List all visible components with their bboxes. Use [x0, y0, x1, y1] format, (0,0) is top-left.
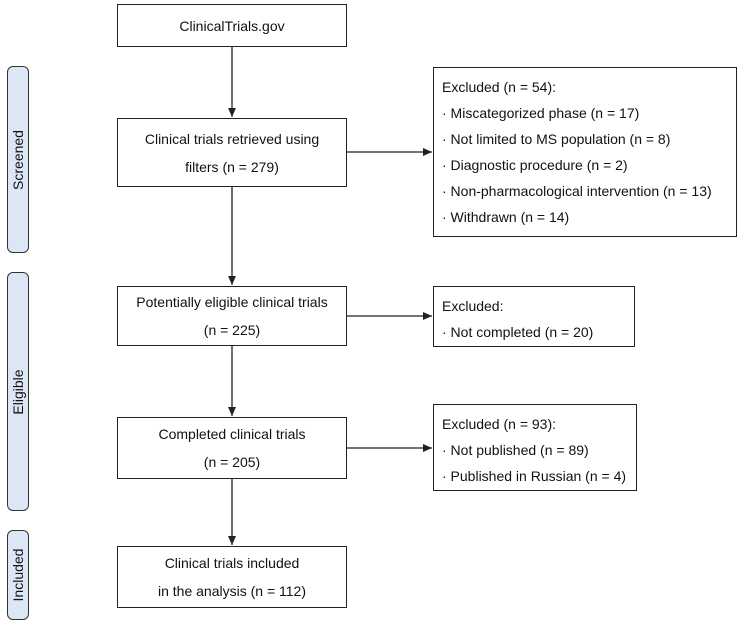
- completed-line-2: (n = 205): [203, 454, 261, 470]
- excluded-eligible-item: · Not completed (n = 20): [442, 324, 594, 340]
- box-source: ClinicalTrials.gov: [117, 4, 347, 47]
- retrieved-line-1: Clinical trials retrieved using: [144, 130, 320, 147]
- stage-eligible: Eligible: [7, 272, 29, 511]
- source-label: ClinicalTrials.gov: [179, 17, 285, 34]
- excluded-screen-item: · Not limited to MS population (n = 8): [442, 131, 671, 147]
- box-excluded-screen: Excluded (n = 54): · Miscategorized phas…: [433, 67, 737, 237]
- completed-line-1: Completed clinical trials: [158, 426, 306, 442]
- excluded-screen-item: · Miscategorized phase (n = 17): [442, 105, 640, 121]
- excluded-eligible-header: Excluded:: [442, 298, 504, 314]
- excluded-screen-item: · Withdrawn (n = 14): [442, 209, 570, 225]
- excluded-completed-item: · Not published (n = 89): [442, 442, 589, 458]
- included-line-2: in the analysis (n = 112): [158, 583, 306, 599]
- excluded-completed-item: · Published in Russian (n = 4): [442, 468, 627, 484]
- box-potential: Potentially eligible clinical trials (n …: [117, 286, 347, 346]
- stage-included: Included: [7, 530, 29, 620]
- box-retrieved: Clinical trials retrieved using filters …: [117, 118, 347, 187]
- box-completed: Completed clinical trials (n = 205): [117, 417, 347, 479]
- stage-screened: Screened: [7, 66, 29, 253]
- excluded-completed-header: Excluded (n = 93):: [442, 416, 557, 432]
- excluded-screen-item: · Non-pharmacological intervention (n = …: [442, 183, 712, 199]
- included-line-1: Clinical trials included: [164, 555, 300, 571]
- potential-line-2: (n = 225): [203, 322, 261, 338]
- box-included: Clinical trials included in the analysis…: [117, 546, 347, 608]
- excluded-screen-item: · Diagnostic procedure (n = 2): [442, 157, 628, 173]
- potential-line-1: Potentially eligible clinical trials: [136, 294, 328, 310]
- box-excluded-eligible: Excluded: · Not completed (n = 20): [433, 286, 635, 347]
- retrieved-line-2: filters (n = 279): [185, 158, 279, 175]
- excluded-screen-header: Excluded (n = 54):: [442, 79, 557, 95]
- box-excluded-completed: Excluded (n = 93): · Not published (n = …: [433, 404, 637, 491]
